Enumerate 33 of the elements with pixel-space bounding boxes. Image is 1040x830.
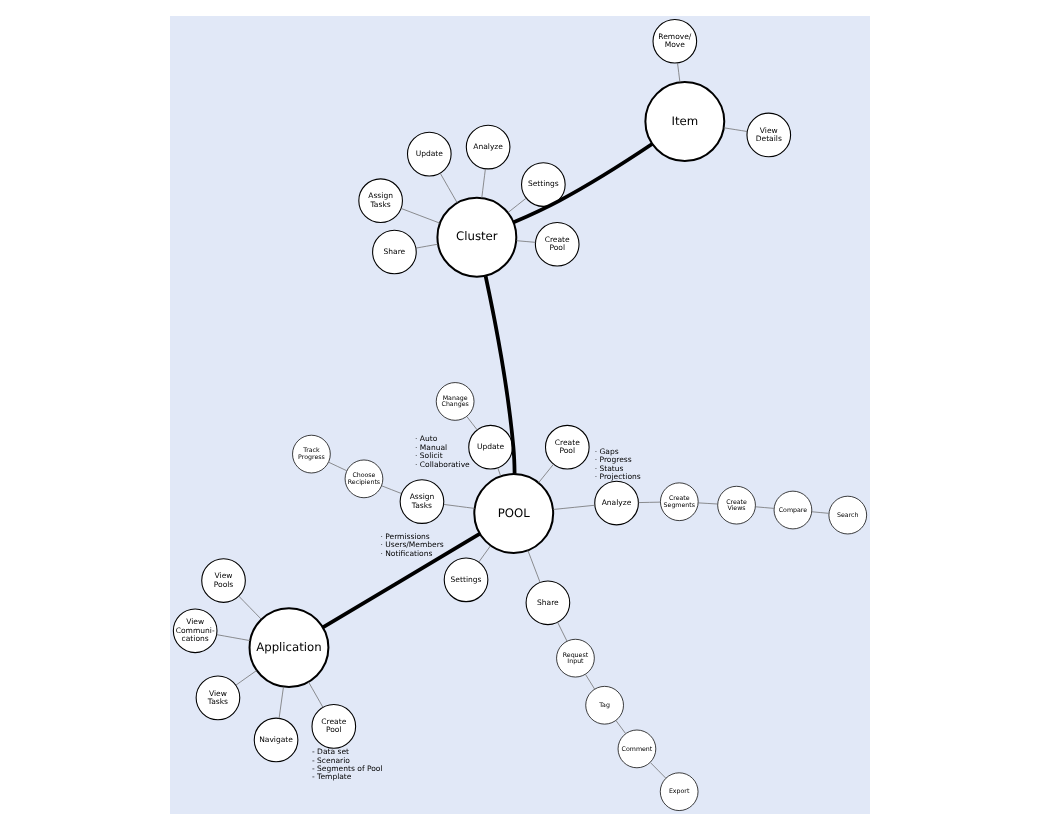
connector [677,62,681,83]
connector [415,243,439,249]
connector [507,197,527,213]
connector [497,467,502,477]
connector [235,670,257,686]
connector [552,504,595,510]
connector [443,504,475,509]
connector [755,506,775,509]
connector [515,240,536,243]
connector [615,720,626,734]
connector [585,674,596,690]
connector [638,501,661,503]
connector [321,532,481,629]
connector [278,686,284,719]
connector [381,485,402,494]
connector [698,502,718,505]
connector [216,634,251,641]
connector [466,416,478,431]
connector [308,681,324,708]
connector [478,545,491,563]
connector [538,463,554,484]
connector [328,461,348,472]
connector [512,142,654,225]
connector [483,275,517,474]
connector [400,208,441,224]
connector [649,762,667,779]
connector [811,511,830,514]
connector [439,172,458,204]
connector [481,168,486,199]
connector [557,622,568,642]
connector [238,595,262,620]
connector [527,549,541,583]
connector [723,127,748,132]
